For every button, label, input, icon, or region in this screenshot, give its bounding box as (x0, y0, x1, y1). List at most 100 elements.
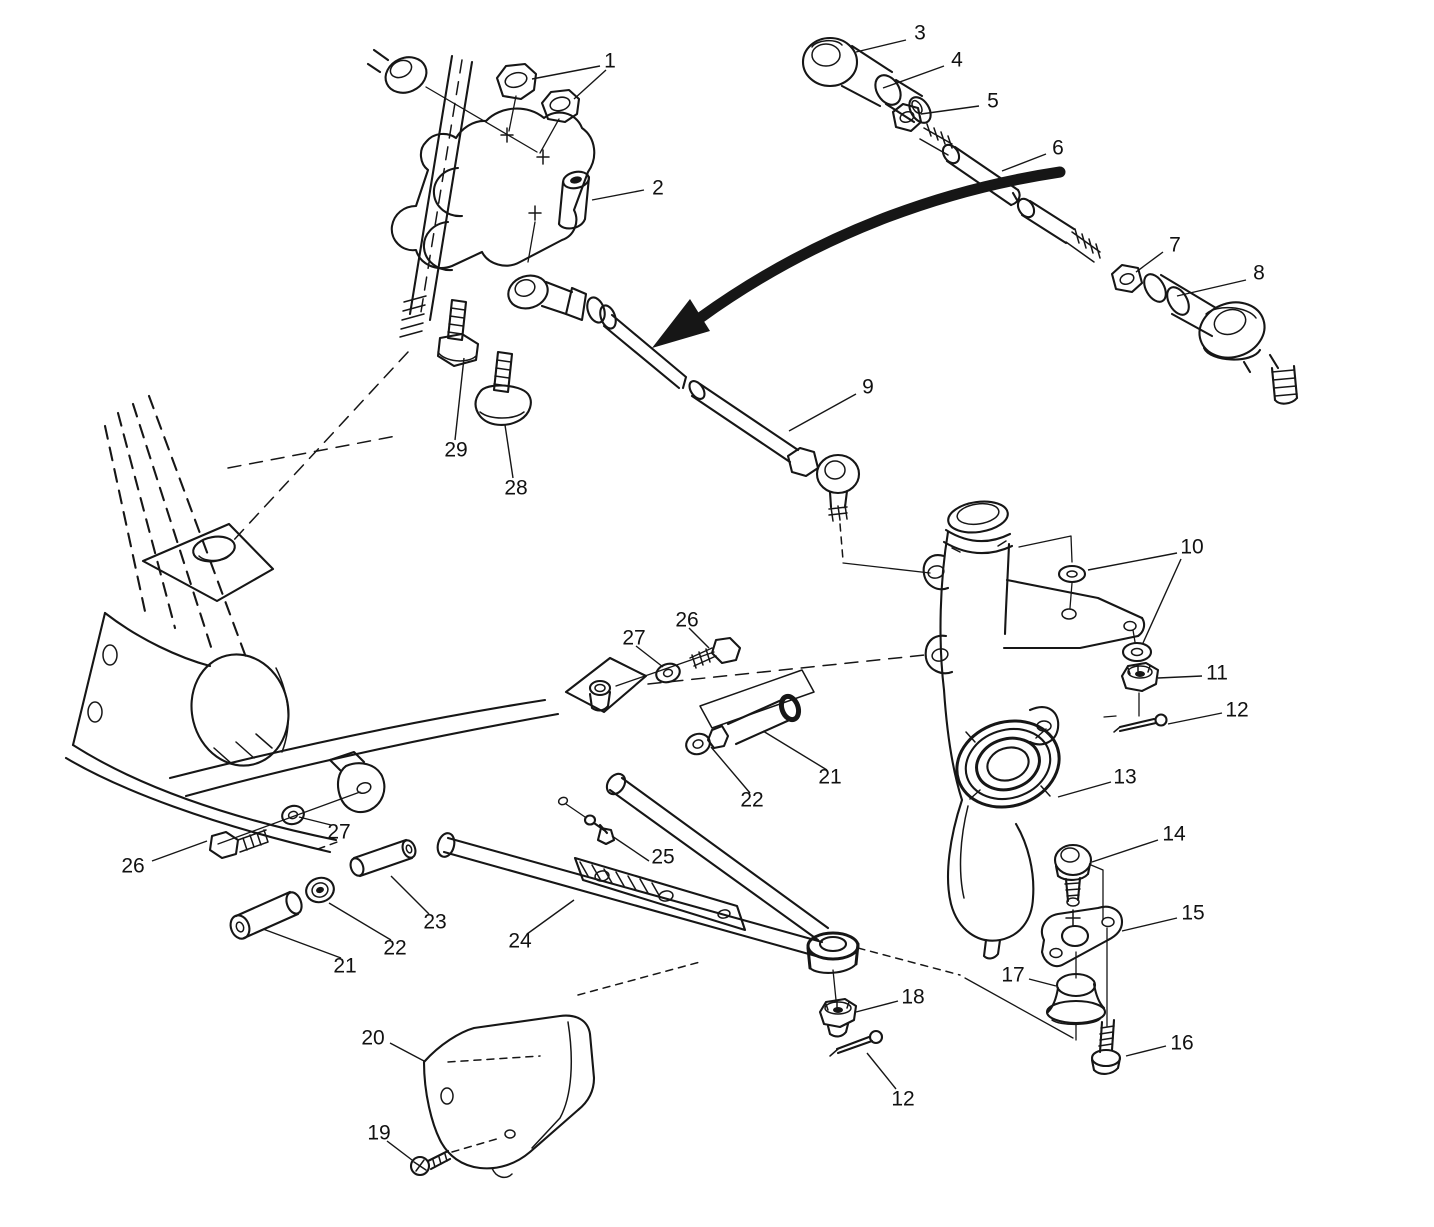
castle-nut-18 (818, 997, 858, 1038)
callout-leader-28 (504, 424, 514, 479)
callout-leader-25 (611, 835, 650, 862)
callout-leader-23 (390, 875, 430, 915)
inner-tie-rod-end (507, 274, 617, 330)
callout-label-3: 3 (914, 22, 926, 45)
ball-joint-17 (1045, 951, 1107, 1041)
post-clamp-bracket (390, 95, 596, 272)
a-arm-pivot-hardware (208, 636, 815, 940)
callout-label-28: 28 (504, 477, 527, 500)
castle-nut-11 (1120, 661, 1160, 693)
callout-label-5: 5 (987, 90, 999, 113)
callout-leader-26 (688, 627, 710, 649)
callout-leader-1 (531, 65, 601, 80)
callout-label-4: 4 (951, 49, 963, 72)
apex-bushing (806, 931, 860, 974)
callout-label-29: 29 (444, 439, 467, 462)
mount-bolt-28 (474, 350, 532, 426)
callout-label-11: 11 (1206, 662, 1228, 685)
callout-label-22: 22 (740, 789, 763, 812)
callout-leader-20 (389, 1042, 425, 1062)
callout-label-7: 7 (1169, 234, 1181, 257)
callout-label-22: 22 (383, 937, 406, 960)
jam-nut-7 (1110, 263, 1144, 294)
screw-19 (409, 1149, 452, 1177)
splash-guard (409, 1014, 596, 1179)
callout-leader-29 (454, 357, 465, 441)
spacer-tube-23 (349, 838, 417, 878)
callout-label-24: 24 (508, 930, 532, 953)
callout-leader-4 (882, 65, 945, 89)
callout-leader-27 (298, 816, 332, 826)
washer-22-front (305, 876, 335, 904)
reinforcement-plate-24 (573, 856, 747, 932)
callout-label-15: 15 (1181, 902, 1204, 925)
callout-leader-27 (635, 645, 664, 668)
callout-label-13: 13 (1113, 766, 1136, 789)
tie-rod-9 (602, 313, 931, 574)
callout-leader-21 (262, 928, 342, 959)
callout-leader-18 (855, 1000, 899, 1013)
retainer-plate-15 (1040, 905, 1124, 1027)
post-clamp-nuts (495, 62, 581, 124)
callout-leader-16 (1125, 1045, 1167, 1057)
callout-label-8: 8 (1253, 262, 1265, 285)
callout-leader-26 (151, 840, 208, 862)
callout-leader-5 (920, 105, 980, 115)
callout-label-26: 26 (675, 609, 698, 632)
callout-leader-12 (1167, 712, 1223, 725)
tie-rod-components (801, 36, 1299, 405)
callout-leader-12 (866, 1052, 897, 1090)
callout-label-19: 19 (367, 1122, 390, 1145)
callout-leader-19 (386, 1140, 413, 1161)
callout-label-18: 18 (901, 986, 924, 1009)
callout-leader-17 (1028, 978, 1057, 987)
frame-bulkhead (64, 394, 926, 854)
bolt-16 (1090, 1018, 1122, 1075)
tie-rod-end-8 (1143, 273, 1299, 405)
pinch-bolt-14 (1053, 843, 1104, 927)
pivot-bolt-26-front (208, 829, 269, 860)
callout-label-12: 12 (1225, 699, 1248, 722)
callout-leader-3 (855, 39, 907, 53)
callout-label-20: 20 (361, 1027, 384, 1050)
callout-label-27: 27 (327, 821, 350, 844)
callout-leader-13 (1057, 781, 1112, 798)
pivot-tube-21-rear (706, 693, 802, 750)
pivot-tube-21-front (229, 890, 303, 940)
callout-label-12: 12 (891, 1088, 914, 1111)
assembly-direction-arrow-icon (652, 166, 1066, 348)
callout-label-21: 21 (333, 955, 356, 978)
callout-label-16: 16 (1170, 1032, 1193, 1055)
cotter-pin-12-upper (1113, 713, 1168, 733)
callout-label-23: 23 (423, 911, 446, 934)
pivot-bolt-26-rear (689, 636, 742, 669)
callout-leader-1 (573, 69, 607, 100)
callout-leader-21 (762, 730, 828, 771)
callout-leader-22 (328, 902, 392, 941)
callout-label-6: 6 (1052, 137, 1064, 160)
post-spacer (557, 170, 591, 230)
steering-post-assembly (231, 48, 617, 543)
callout-leader-10 (1087, 552, 1178, 571)
callout-label-26: 26 (121, 855, 144, 878)
steering-post (231, 54, 474, 543)
steering-knuckle (922, 500, 1168, 960)
callout-label-10: 10 (1180, 536, 1203, 559)
callout-label-27: 27 (622, 627, 645, 650)
callout-leader-24 (526, 899, 575, 935)
mount-bolt-29 (436, 298, 480, 368)
jam-nut-5 (891, 102, 923, 133)
rod-end-3-4 (801, 36, 932, 124)
cotter-pin-12-lower (829, 1029, 884, 1057)
callout-label-17: 17 (1001, 964, 1024, 987)
callout-leader-2 (591, 189, 645, 201)
callout-label-14: 14 (1162, 823, 1186, 846)
rear-pivot-bracket (564, 651, 715, 714)
callout-label-1: 1 (604, 50, 616, 73)
callout-layer: 1234567891011121314151617181219202122232… (121, 22, 1265, 1161)
callout-label-9: 9 (862, 376, 874, 399)
callout-label-21: 21 (818, 766, 841, 789)
a-arm (436, 772, 884, 1057)
